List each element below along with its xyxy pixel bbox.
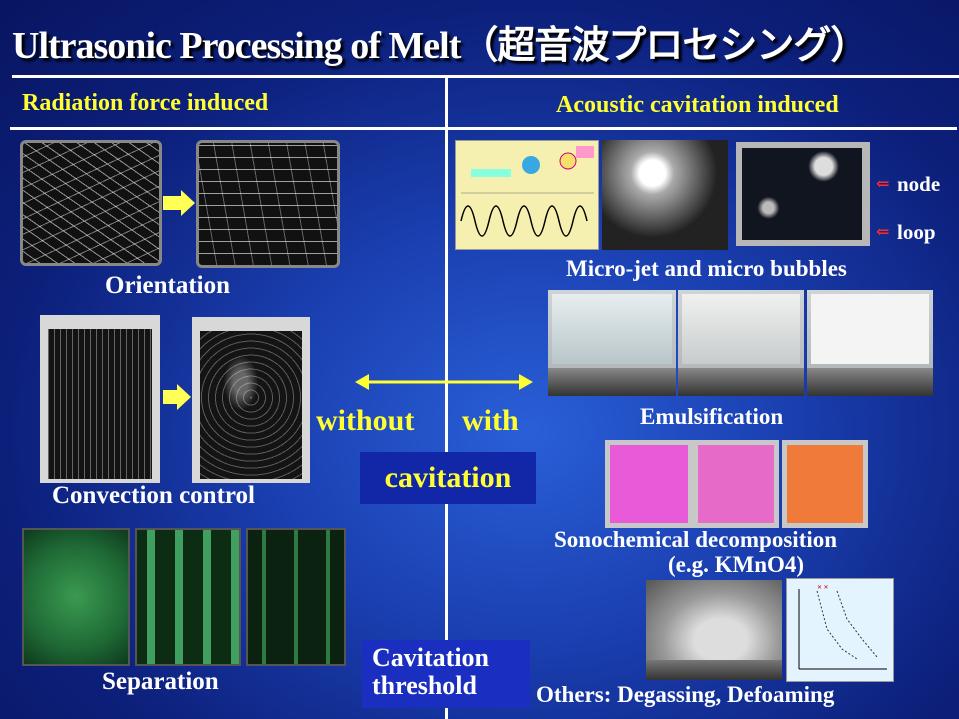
arrow-head-icon-2 xyxy=(177,384,191,410)
loop-label: loop xyxy=(897,220,936,244)
separation-photo-2 xyxy=(135,528,241,666)
defoaming-graph: ✕ ✕ xyxy=(786,578,894,682)
separation-photo-3 xyxy=(246,528,346,666)
arrow-right-icon xyxy=(163,196,181,210)
header-divider xyxy=(10,127,957,130)
convection-before-photo xyxy=(40,315,160,483)
convection-after-photo xyxy=(192,317,310,483)
loop-arrow-icon: ⇐ xyxy=(876,224,890,241)
threshold-line-1: Cavitation xyxy=(372,643,489,672)
svg-text:✕ ✕: ✕ ✕ xyxy=(817,585,829,591)
microjet-photo xyxy=(602,140,728,250)
orientation-before-photo xyxy=(20,140,162,266)
cavitation-box: cavitation xyxy=(360,452,536,504)
convection-label: Convection control xyxy=(52,482,255,509)
bubble-photo xyxy=(736,142,870,246)
double-arrow-icon xyxy=(355,374,533,390)
arrow-head-icon xyxy=(181,190,195,216)
separation-photo-1 xyxy=(22,528,130,666)
orientation-after-photo xyxy=(196,140,340,268)
emulsification-photo-1 xyxy=(548,290,676,396)
threshold-box: Cavitation threshold xyxy=(362,640,530,708)
kmno4-photo-3 xyxy=(782,440,868,528)
kmno4-photo-1 xyxy=(605,440,693,528)
emulsification-photo-2 xyxy=(678,290,804,396)
sonochem-label-2: (e.g. KMnO4) xyxy=(668,552,805,577)
orientation-label: Orientation xyxy=(105,272,230,299)
emulsification-label: Emulsification xyxy=(640,404,784,429)
separation-label: Separation xyxy=(102,668,219,695)
kmno4-photo-2 xyxy=(693,440,779,528)
wave-diagram xyxy=(455,140,599,250)
without-label: without xyxy=(316,404,415,437)
column-divider xyxy=(445,78,448,719)
emulsification-photo-3 xyxy=(807,290,933,396)
left-column-header: Radiation force induced xyxy=(22,90,269,116)
with-label: with xyxy=(462,404,519,437)
threshold-line-2: threshold xyxy=(372,671,477,700)
others-label: Others: Degassing, Defoaming xyxy=(536,682,835,707)
node-label: node xyxy=(897,172,941,196)
sonochem-label-1: Sonochemical decomposition xyxy=(554,527,838,552)
arrow-right-icon-2 xyxy=(163,390,177,404)
microjet-label: Micro-jet and micro bubbles xyxy=(566,256,847,281)
right-column-header: Acoustic cavitation induced xyxy=(556,92,839,118)
title-divider xyxy=(12,75,959,78)
degassing-photo xyxy=(646,580,782,680)
node-arrow-icon: ⇐ xyxy=(876,176,890,193)
slide-title: Ultrasonic Processing of Melt（超音波プロセシング） xyxy=(12,25,868,67)
